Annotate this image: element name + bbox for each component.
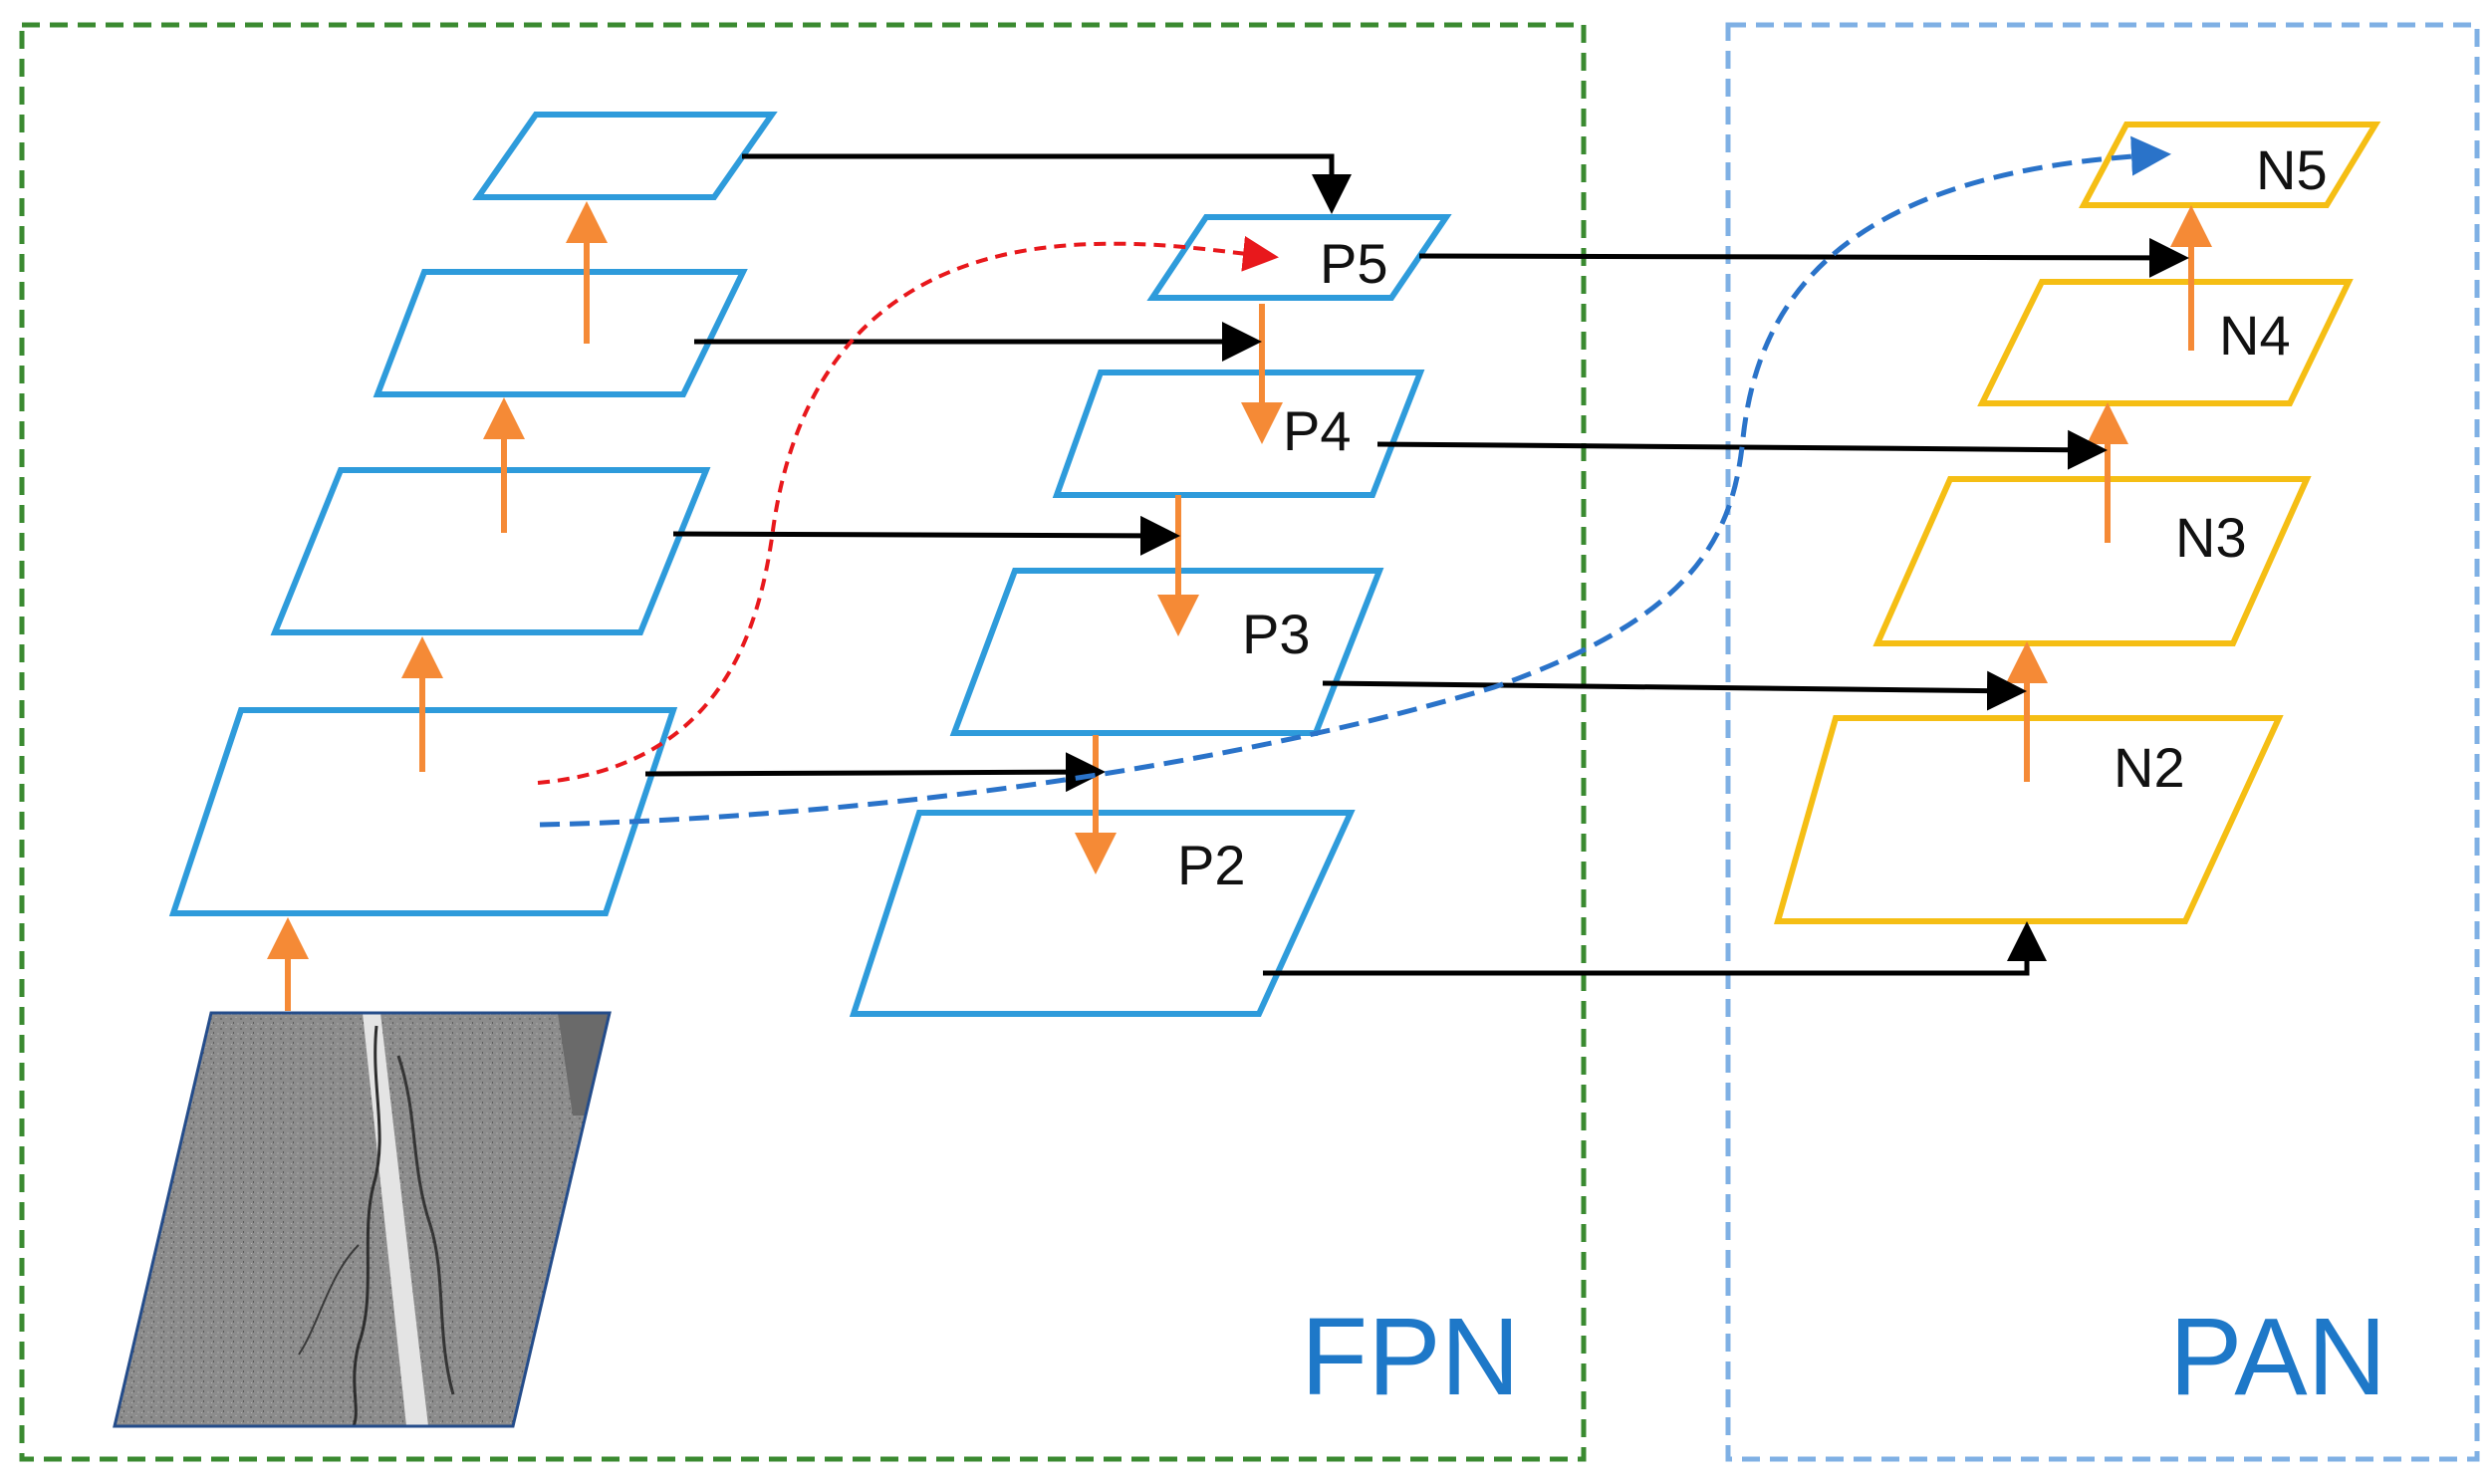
backbone-layer-c4 xyxy=(472,112,778,200)
lateral-arrow xyxy=(1263,921,2047,976)
fpn-layer-p2 xyxy=(849,810,1356,1017)
pan-label: PAN xyxy=(2169,1296,2386,1418)
label-p5: P5 xyxy=(1320,232,1388,295)
label-p2: P2 xyxy=(1177,834,1246,896)
fpn-layer-p5 xyxy=(1146,214,1452,301)
backbone-layer-c3 xyxy=(373,269,748,397)
label-n4: N4 xyxy=(2219,304,2291,367)
label-n3: N3 xyxy=(2175,506,2247,569)
backbone-layer-c1 xyxy=(168,707,678,916)
label-p3: P3 xyxy=(1242,603,1311,665)
lateral-arrow xyxy=(672,515,1180,556)
pan-layer-n2 xyxy=(1774,715,2284,924)
pan-layer-n4 xyxy=(1977,279,2354,406)
label-n5: N5 xyxy=(2256,138,2328,201)
fpn-layer-p3 xyxy=(949,568,1384,736)
pan-layer-n5 xyxy=(2079,122,2381,208)
lateral-arrow xyxy=(1418,237,2189,278)
label-n2: N2 xyxy=(2114,736,2185,799)
backbone-layer-c2 xyxy=(270,467,711,635)
pan-shortcut-path xyxy=(539,135,2171,828)
fpn-group-frame xyxy=(19,22,1587,1462)
label-p4: P4 xyxy=(1283,399,1352,462)
lateral-arrow xyxy=(1322,670,2027,711)
fpn-label: FPN xyxy=(1301,1296,1520,1418)
input-image xyxy=(113,1011,612,1428)
pan-layer-n3 xyxy=(1872,476,2312,646)
pan-group-frame xyxy=(1725,22,2480,1462)
lateral-arrow xyxy=(644,752,1106,793)
lateral-arrow xyxy=(742,153,1352,214)
fpn-layer-p4 xyxy=(1052,370,1425,498)
